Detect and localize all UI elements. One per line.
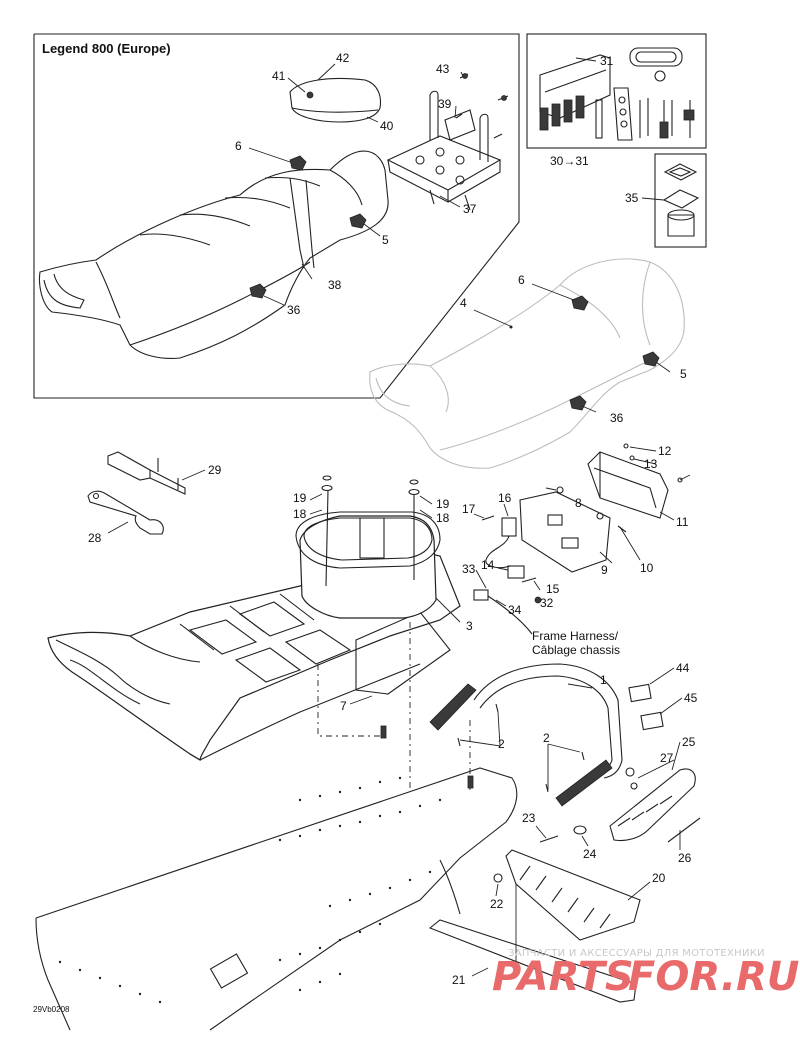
watermark-logo-right: FOR.RU bbox=[628, 954, 799, 1000]
inset-title: Legend 800 (Europe) bbox=[42, 41, 171, 56]
callout-18-right: 18 bbox=[436, 511, 450, 525]
harness-label-line2: Câblage chassis bbox=[532, 643, 620, 657]
tunnel-drawing bbox=[35, 767, 518, 1031]
harness-drawing bbox=[473, 515, 542, 635]
callout-43: 43 bbox=[436, 62, 450, 76]
callout-3: 3 bbox=[466, 619, 473, 633]
callout-39: 39 bbox=[438, 97, 452, 111]
inset-seat-drawing bbox=[38, 150, 389, 359]
callout-19-right: 19 bbox=[436, 497, 450, 511]
callout-22: 22 bbox=[490, 897, 504, 911]
drawing-code: 29Vb0208 bbox=[33, 1005, 70, 1014]
callout-18-left: 18 bbox=[293, 507, 307, 521]
callout-37: 37 bbox=[463, 202, 477, 216]
callout-1: 1 bbox=[600, 673, 607, 687]
callout-34: 34 bbox=[508, 603, 522, 617]
inset-latches bbox=[249, 155, 367, 299]
luggage-bracket-drawing bbox=[386, 90, 502, 211]
callout-28: 28 bbox=[88, 531, 102, 545]
callout-20: 20 bbox=[652, 871, 666, 885]
callout-6-inset: 6 bbox=[235, 139, 242, 153]
callout-12: 12 bbox=[658, 444, 672, 458]
callout-36: 36 bbox=[610, 411, 624, 425]
callout-6: 6 bbox=[518, 273, 525, 287]
callout-8: 8 bbox=[575, 496, 582, 510]
callout-13: 13 bbox=[644, 457, 658, 471]
callout-35: 35 bbox=[625, 191, 639, 205]
callout-40: 40 bbox=[380, 119, 394, 133]
bracket-29-drawing: 29 bbox=[107, 451, 222, 495]
callout-33: 33 bbox=[462, 562, 476, 576]
watermark: ЗАПЧАСТИ И АКСЕССУАРЫ ДЛЯ МОТОТЕХНИКИ PA… bbox=[492, 948, 799, 1000]
callout-17: 17 bbox=[462, 502, 476, 516]
callout-9: 9 bbox=[601, 563, 608, 577]
backrest-pad-drawing bbox=[289, 78, 382, 123]
gasket-box: 35 bbox=[625, 153, 707, 248]
callout-2-top: 2 bbox=[543, 731, 550, 745]
legend-inset: Legend 800 (Europe) bbox=[33, 33, 520, 399]
callout-24: 24 bbox=[583, 847, 597, 861]
callout-4: 4 bbox=[460, 296, 467, 310]
harness-label-line1: Frame Harness/ bbox=[532, 629, 619, 643]
tail-light-drawing bbox=[519, 451, 669, 573]
callout-44: 44 bbox=[676, 661, 690, 675]
callout-16: 16 bbox=[498, 491, 512, 505]
ghost-seat-drawing bbox=[369, 258, 685, 469]
watermark-caption: ЗАПЧАСТИ И АКСЕССУАРЫ ДЛЯ МОТОТЕХНИКИ bbox=[508, 948, 765, 959]
callout-29: 29 bbox=[208, 463, 222, 477]
callout-42: 42 bbox=[336, 51, 350, 65]
storage-tub-drawing bbox=[295, 511, 441, 619]
callout-19-left: 19 bbox=[293, 491, 307, 505]
callout-45: 45 bbox=[684, 691, 698, 705]
callout-26: 26 bbox=[678, 851, 692, 865]
callout-10: 10 bbox=[640, 561, 654, 575]
callout-5-inset: 5 bbox=[382, 233, 389, 247]
callout-31: 31 bbox=[600, 54, 614, 68]
bumper-trim-drawing bbox=[609, 683, 701, 843]
callout-25: 25 bbox=[682, 735, 696, 749]
callout-15: 15 bbox=[546, 582, 560, 596]
rear-bumper-drawing bbox=[429, 663, 623, 807]
callout-21: 21 bbox=[452, 973, 466, 987]
bracket-28-drawing: 28 bbox=[87, 490, 164, 545]
callout-2-bottom: 2 bbox=[498, 737, 505, 751]
watermark-logo-left: PARTS bbox=[492, 954, 634, 1000]
callout-32: 32 bbox=[540, 596, 554, 610]
callout-7: 7 bbox=[340, 699, 347, 713]
callout-41: 41 bbox=[272, 69, 286, 83]
callout-27: 27 bbox=[660, 751, 674, 765]
tool-kit-box: 31 30→31 bbox=[526, 33, 707, 168]
callout-30-31: 30→31 bbox=[550, 154, 589, 168]
callout-36-inset: 36 bbox=[287, 303, 301, 317]
callout-5: 5 bbox=[680, 367, 687, 381]
callout-23: 23 bbox=[522, 811, 536, 825]
callout-14: 14 bbox=[481, 558, 495, 572]
callout-11: 11 bbox=[676, 515, 689, 529]
callout-38: 38 bbox=[328, 278, 342, 292]
